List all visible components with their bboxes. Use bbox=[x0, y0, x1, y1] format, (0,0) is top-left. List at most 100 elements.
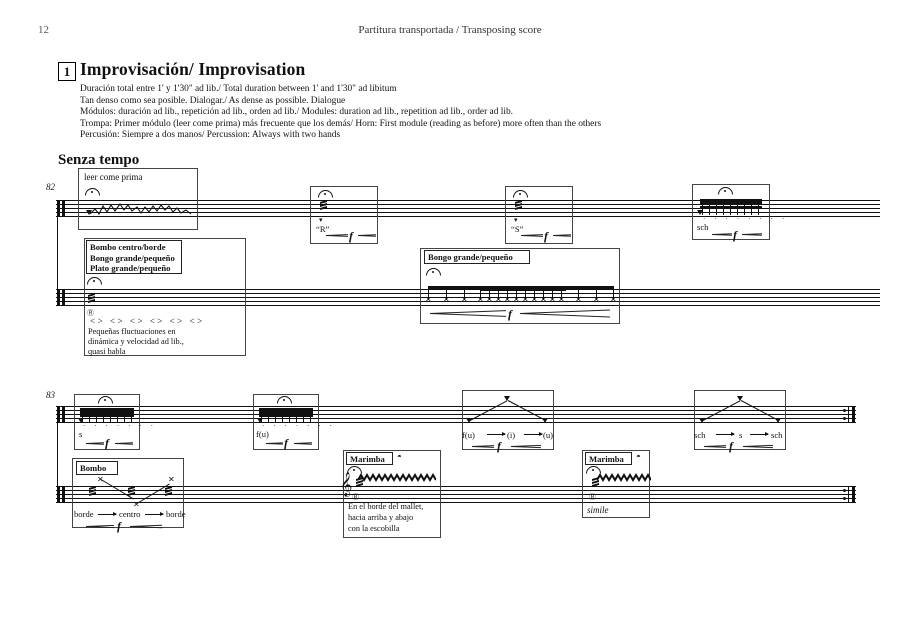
arrow-right-icon bbox=[98, 511, 117, 517]
hairpin-diminuendo bbox=[129, 523, 162, 530]
hairpin-crescendo bbox=[703, 443, 727, 450]
barline-open-perc-2b bbox=[62, 486, 65, 503]
module-bombo-syllable-2: centro bbox=[119, 509, 141, 519]
measure-number-83: 83 bbox=[46, 390, 55, 400]
staff-horn-2 bbox=[56, 406, 856, 423]
arrow-right-icon bbox=[487, 431, 506, 437]
module-marimba-escobilla[interactable] bbox=[343, 450, 441, 538]
module-leer-come-prima[interactable] bbox=[78, 168, 198, 230]
zigzag-tremolo-icon bbox=[358, 473, 436, 482]
page-number: 12 bbox=[38, 24, 49, 36]
module-fu[interactable] bbox=[253, 394, 319, 450]
module-R[interactable] bbox=[310, 186, 378, 244]
treble-clef-icon: 𝄞 bbox=[340, 472, 353, 496]
module-bombo-syllable-3: borde bbox=[166, 509, 186, 519]
speech-contour-icon bbox=[90, 203, 192, 216]
performance-instructions: Duración total entre 1' y 1'30" ad lib./… bbox=[80, 84, 880, 142]
hairpin-crescendo bbox=[85, 523, 114, 530]
module-s-dynamic: f bbox=[105, 436, 109, 450]
module-sch-syllable: sch bbox=[697, 222, 709, 232]
dynamic-wedges-row: <> <> <> <> <> <> bbox=[90, 316, 205, 326]
x-notehead-icon: ✕ bbox=[168, 475, 175, 484]
instruction-line-1: Duración total entre 1' y 1'30" ad lib./… bbox=[80, 84, 397, 94]
circle-articulation-icon: Ⓡ bbox=[87, 309, 94, 317]
system-bracket-1 bbox=[57, 200, 59, 306]
beamed-cluster-icon bbox=[259, 408, 313, 422]
tremolo-icon bbox=[356, 476, 363, 488]
open-notehead-icon: ▾ bbox=[319, 216, 323, 224]
fermata-icon bbox=[85, 188, 98, 195]
repeat-dot bbox=[843, 489, 846, 492]
x-notehead-icon: ✕ bbox=[133, 500, 140, 509]
module-fu-i-u-syllable-1: f(u) bbox=[462, 430, 475, 440]
module-fu-i-u-dynamic: f bbox=[497, 439, 501, 453]
percussion-note-line-1: Pequeñas fluctuaciones en bbox=[88, 327, 176, 336]
marcato-triangle-icon bbox=[542, 418, 548, 423]
module-bongo-dynamic: f bbox=[508, 307, 512, 321]
barline-open-horn-2b bbox=[62, 406, 65, 423]
instruction-line-5: Percusión: Siempre a dos manos/ Percussi… bbox=[80, 130, 341, 141]
repeat-dot bbox=[843, 417, 846, 420]
zigzag-tremolo-icon bbox=[597, 473, 651, 482]
module-sch-s-sch-syllable-1: sch bbox=[694, 430, 706, 440]
barline-final-perc-thin bbox=[848, 486, 849, 503]
fermata-icon bbox=[277, 396, 290, 403]
marcato-triangle-icon bbox=[699, 418, 705, 423]
barline-open-horn-1b bbox=[62, 200, 65, 217]
brush-icon: ◓ bbox=[397, 452, 402, 461]
module-sch-s-sch-dynamic: f bbox=[729, 439, 733, 453]
module-percussion-1[interactable] bbox=[84, 238, 246, 356]
module-bongo[interactable] bbox=[420, 248, 620, 324]
module-sch[interactable] bbox=[692, 184, 770, 240]
fermata-icon bbox=[586, 466, 599, 473]
module-fu-i-u-syllable-2: (i) bbox=[507, 430, 516, 440]
arrow-right-icon bbox=[524, 431, 543, 437]
rehearsal-mark-1: 1 bbox=[58, 62, 76, 81]
instrument-box-bongo: Bongo grande/pequeño bbox=[424, 250, 530, 264]
beamed-cluster-icon bbox=[700, 199, 762, 215]
module-R-dynamic: f bbox=[349, 229, 353, 243]
module-S-syllable: “S” bbox=[511, 224, 524, 234]
module-s[interactable] bbox=[74, 394, 140, 450]
instruction-line-2: Tan denso como sea posible. Dialogar./ A… bbox=[80, 95, 346, 106]
barline-final-horn-thick bbox=[852, 406, 855, 423]
fermata-icon bbox=[426, 268, 439, 275]
instrument-box-marimba-2: Marimba bbox=[585, 452, 632, 465]
module-bombo[interactable] bbox=[72, 458, 184, 528]
marcato-triangle-icon bbox=[775, 418, 781, 423]
module-marimba-1-note-2: hacia arriba y abajo bbox=[348, 513, 414, 522]
hairpin-diminuendo bbox=[510, 443, 541, 450]
module-sch-s-sch-syllable-2: s bbox=[739, 430, 743, 440]
hairpin-crescendo bbox=[85, 440, 105, 447]
module-fu-i-u[interactable] bbox=[462, 390, 554, 450]
arrow-right-icon bbox=[750, 431, 769, 437]
hairpin-crescendo bbox=[265, 440, 284, 447]
instrument-line-2: Bongo grande/pequeño bbox=[90, 252, 175, 263]
fermata-icon bbox=[513, 190, 526, 197]
system-bracket-2 bbox=[57, 406, 59, 503]
barline-final-perc-thick bbox=[852, 486, 855, 503]
fermata-icon bbox=[87, 277, 100, 284]
module-S[interactable] bbox=[505, 186, 573, 244]
system-1: 82 leer come prima ▾ “R” f bbox=[0, 0, 900, 380]
module-marimba-1-note-3: con la escobilla bbox=[348, 524, 400, 533]
module-sch-s-sch[interactable] bbox=[694, 390, 786, 450]
module-marimba-2-note-1: simile bbox=[587, 505, 609, 515]
staff-percussion-2 bbox=[56, 486, 856, 503]
repeat-dot bbox=[843, 409, 846, 412]
instrument-box-bombo: Bombo bbox=[76, 461, 118, 475]
module-s-syllable: s bbox=[79, 429, 83, 439]
circle-articulation-icon: Ⓡ bbox=[352, 493, 359, 501]
bongo-beam-icon bbox=[428, 286, 614, 300]
marcato-triangle-icon bbox=[257, 418, 263, 423]
brush-icon: ◓ bbox=[636, 452, 641, 461]
marcato-triangle-icon bbox=[466, 418, 472, 423]
module-marimba-simile[interactable] bbox=[582, 450, 650, 518]
instrument-label-marimba-2: Marimba bbox=[589, 454, 624, 464]
fermata-icon bbox=[347, 466, 360, 473]
marcato-triangle-icon bbox=[697, 210, 703, 215]
instrument-label-bombo: Bombo bbox=[80, 463, 107, 473]
module-leer-come-prima-label: leer come prima bbox=[84, 172, 143, 182]
hairpin-crescendo bbox=[471, 443, 495, 450]
